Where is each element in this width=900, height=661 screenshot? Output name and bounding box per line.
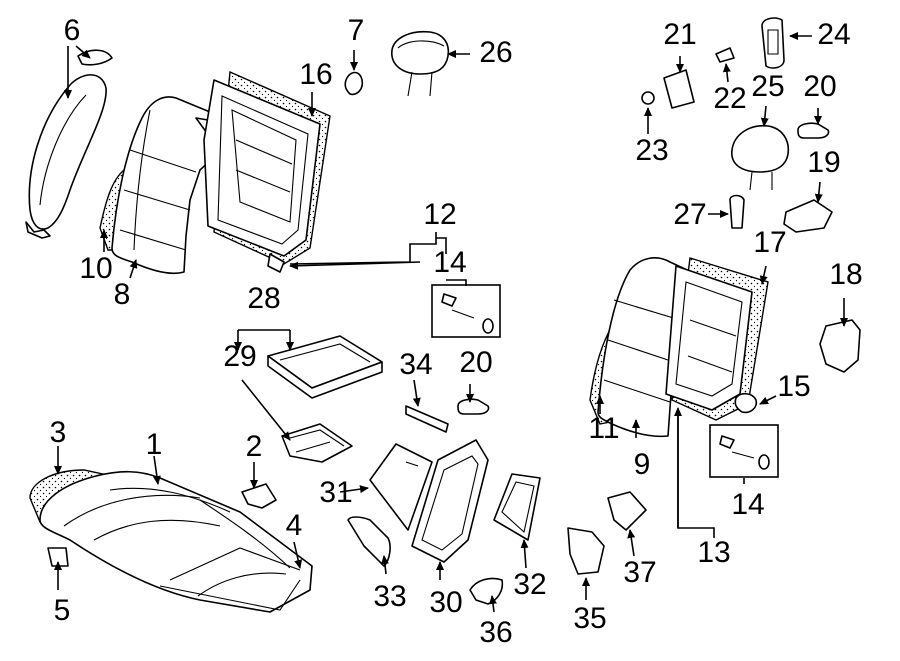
callout-24: 24 (817, 18, 850, 51)
callout-14-lower: 14 (731, 488, 764, 521)
callout-34: 34 (399, 348, 432, 381)
callout-22: 22 (713, 82, 746, 115)
part-seat-cushion (29, 469, 313, 613)
callout-20-lower: 20 (459, 346, 492, 379)
callout-16: 16 (299, 58, 332, 91)
part-headrest-26 (391, 30, 450, 97)
inset-box-14-lower (709, 424, 779, 478)
callout-14-upper: 14 (433, 246, 466, 279)
part-side-bolster (25, 49, 113, 239)
part-headrest-25 (731, 125, 790, 191)
part-bracket-21 (663, 69, 695, 109)
callout-9: 9 (634, 448, 651, 481)
part-bushing-7 (344, 71, 364, 96)
callout-29: 29 (223, 340, 256, 373)
callout-4: 4 (286, 509, 303, 542)
part-frame-30 (411, 439, 489, 563)
callout-37: 37 (623, 556, 656, 589)
callout-21: 21 (663, 18, 696, 51)
part-bracket-37 (607, 491, 647, 531)
callout-18: 18 (829, 258, 862, 291)
callout-6: 6 (64, 14, 81, 47)
callout-12: 12 (423, 198, 456, 231)
part-cover-36 (469, 577, 504, 605)
callout-20-upper: 20 (803, 70, 836, 103)
callout-13: 13 (697, 536, 730, 569)
part-panel-31 (369, 443, 433, 531)
callout-11: 11 (588, 412, 619, 445)
part-pin-20-lower (457, 398, 490, 415)
part-mesh-32 (493, 473, 541, 541)
callout-26: 26 (479, 36, 512, 69)
part-bracket-18 (819, 319, 861, 373)
part-clip-5 (47, 547, 69, 567)
callout-23: 23 (635, 134, 668, 167)
callout-27: 27 (673, 198, 706, 231)
callout-33: 33 (373, 580, 406, 613)
part-seatback-frame-right (665, 257, 769, 421)
part-armrest-28 (267, 335, 383, 399)
part-bracket-2 (241, 483, 277, 509)
callout-2: 2 (246, 430, 263, 463)
leader-lines (54, 32, 848, 613)
inset-box-14-upper (431, 284, 501, 338)
part-washer-23 (641, 91, 655, 105)
callout-32: 32 (513, 568, 546, 601)
callout-15: 15 (777, 370, 810, 403)
callout-1: 1 (146, 428, 163, 461)
part-pin-20-upper (797, 122, 830, 139)
callout-17: 17 (753, 226, 786, 259)
part-bracket-35 (567, 527, 605, 575)
part-strip-34 (405, 405, 449, 433)
callout-28: 28 (247, 282, 280, 315)
callout-19: 19 (807, 146, 840, 179)
callout-labels: 1 2 3 4 5 6 7 8 9 10 11 12 13 14 14 15 1… (50, 14, 863, 649)
part-armrest-frame-29 (281, 423, 353, 463)
callout-5: 5 (54, 594, 71, 627)
callout-35: 35 (573, 602, 606, 635)
callout-7: 7 (348, 14, 365, 47)
part-guide-27 (729, 194, 745, 229)
callout-3: 3 (50, 416, 67, 449)
part-latch-19 (783, 199, 833, 233)
callout-8: 8 (114, 278, 131, 311)
callout-30: 30 (429, 586, 462, 619)
callout-31: 31 (319, 476, 352, 509)
part-seatback-frame (203, 70, 331, 273)
part-bolt-22 (715, 47, 735, 63)
callout-36: 36 (479, 616, 512, 649)
part-cover-24 (761, 17, 785, 69)
callout-10: 10 (79, 252, 112, 285)
callout-25: 25 (751, 70, 784, 103)
part-knob-15 (734, 392, 758, 414)
